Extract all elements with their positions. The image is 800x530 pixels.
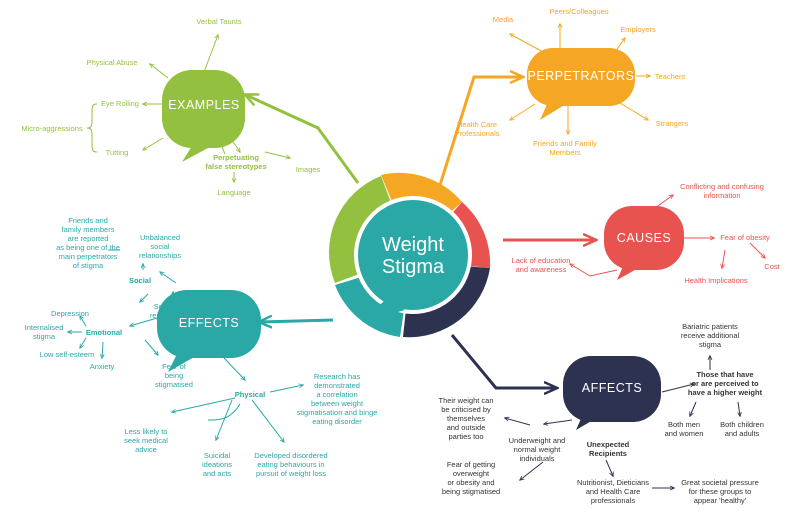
effect-emotional: Emotional	[85, 328, 123, 337]
affect-bariatric-patients: Bariatric patients receive additional st…	[680, 322, 740, 349]
cause-cost: Cost	[764, 262, 780, 271]
effect-disordered-eating: Developed disordered eating behaviours i…	[254, 451, 328, 478]
affect-perceived-higher-weight: Those that have or are perceived to have…	[687, 370, 763, 397]
examples-bubble	[162, 70, 245, 162]
example-perpetuating-stereotypes: Perpetuating false stereotypes	[205, 153, 267, 171]
example-micro-aggressions: Micro-aggressions	[21, 124, 83, 133]
example-images: Images	[295, 165, 321, 174]
example-verbal-taunts: Verbal Taunts	[196, 17, 242, 26]
perpetrator-friends-family: Friends and Family Members	[533, 139, 597, 157]
affect-children-and-adults: Both children and adults	[720, 420, 764, 438]
perpetrator-health-care: Health Care Professionals	[454, 120, 500, 138]
causes-title: CAUSES	[616, 231, 672, 245]
effect-social-rejection: Social rejection	[149, 302, 179, 320]
affects-bubble	[563, 356, 661, 430]
perpetrators-title: PERPETRATORS	[527, 69, 635, 83]
connector-examples	[246, 95, 360, 184]
center-donut	[329, 172, 491, 338]
center-title: Weight Stigma	[381, 234, 445, 278]
effect-less-likely-medical: Less likely to seek medical advice	[124, 427, 168, 454]
cause-health-implications: Health Implications	[684, 276, 748, 285]
example-tutting: Tutting	[105, 148, 129, 157]
effect-anxiety: Anxiety	[89, 362, 115, 371]
effect-physical: Physical	[234, 390, 266, 399]
connector-perpetrators	[438, 77, 522, 186]
effects-bubble	[157, 290, 261, 372]
affect-weight-criticised: Their weight can be criticised by themse…	[438, 396, 494, 441]
affect-societal-pressure: Great societal pressure for these groups…	[681, 478, 759, 505]
cause-fear-of-obesity: Fear of obesity	[720, 233, 770, 242]
affect-unexpected-recipients: Unexpected Recipients	[586, 440, 630, 458]
effect-unbalanced-relationships: Unbalanced social relationships	[138, 233, 182, 260]
perpetrator-strangers: Strangers	[655, 119, 689, 128]
cause-lack-of-education: Lack of education and awareness	[511, 256, 571, 274]
effect-suicidal-ideations: Suicidal ideations and acts	[201, 451, 233, 478]
effects-title: EFFECTS	[178, 316, 240, 330]
cause-conflicting-info: Conflicting and confusing information	[680, 182, 764, 200]
perpetrators-bubble	[527, 48, 635, 120]
affect-underweight-normal: Underweight and normal weight individual…	[508, 436, 566, 463]
affect-men-and-women: Both men and women	[664, 420, 704, 438]
perpetrator-teachers: Teachers	[654, 72, 686, 81]
connector-affects	[450, 334, 556, 388]
connector-effects	[260, 320, 334, 322]
affect-fear-overweight: Fear of getting overweight or obesity an…	[441, 460, 501, 496]
example-physical-abuse: Physical Abuse	[86, 58, 138, 67]
example-language: Language	[217, 188, 251, 197]
effect-friends-family-perpetrators: Friends and family members are reported …	[56, 216, 120, 270]
perpetrator-peers: Peers/Colleagues	[549, 7, 609, 16]
effect-research-binge-eating: Research has demonstrated a correlation …	[296, 372, 378, 426]
effect-internalised-stigma: Internalised stigma	[24, 323, 64, 341]
affects-title: AFFECTS	[581, 381, 643, 395]
affect-nutritionists-dieticians: Nutritionist, Dieticians and Health Care…	[576, 478, 650, 505]
causes-bubble	[604, 206, 684, 280]
effect-depression: Depression	[51, 309, 89, 318]
perpetrator-employers: Employers	[620, 25, 656, 34]
perpetrator-media: Media	[492, 15, 514, 24]
effect-fear-of-being-stigmatised: Fear of being stigmatised	[155, 362, 193, 389]
example-eye-rolling: Eye Rolling	[101, 99, 139, 108]
effect-low-self-esteem: Low self-esteem	[39, 350, 95, 359]
examples-title: EXAMPLES	[168, 98, 240, 112]
effect-social: Social	[128, 276, 152, 285]
